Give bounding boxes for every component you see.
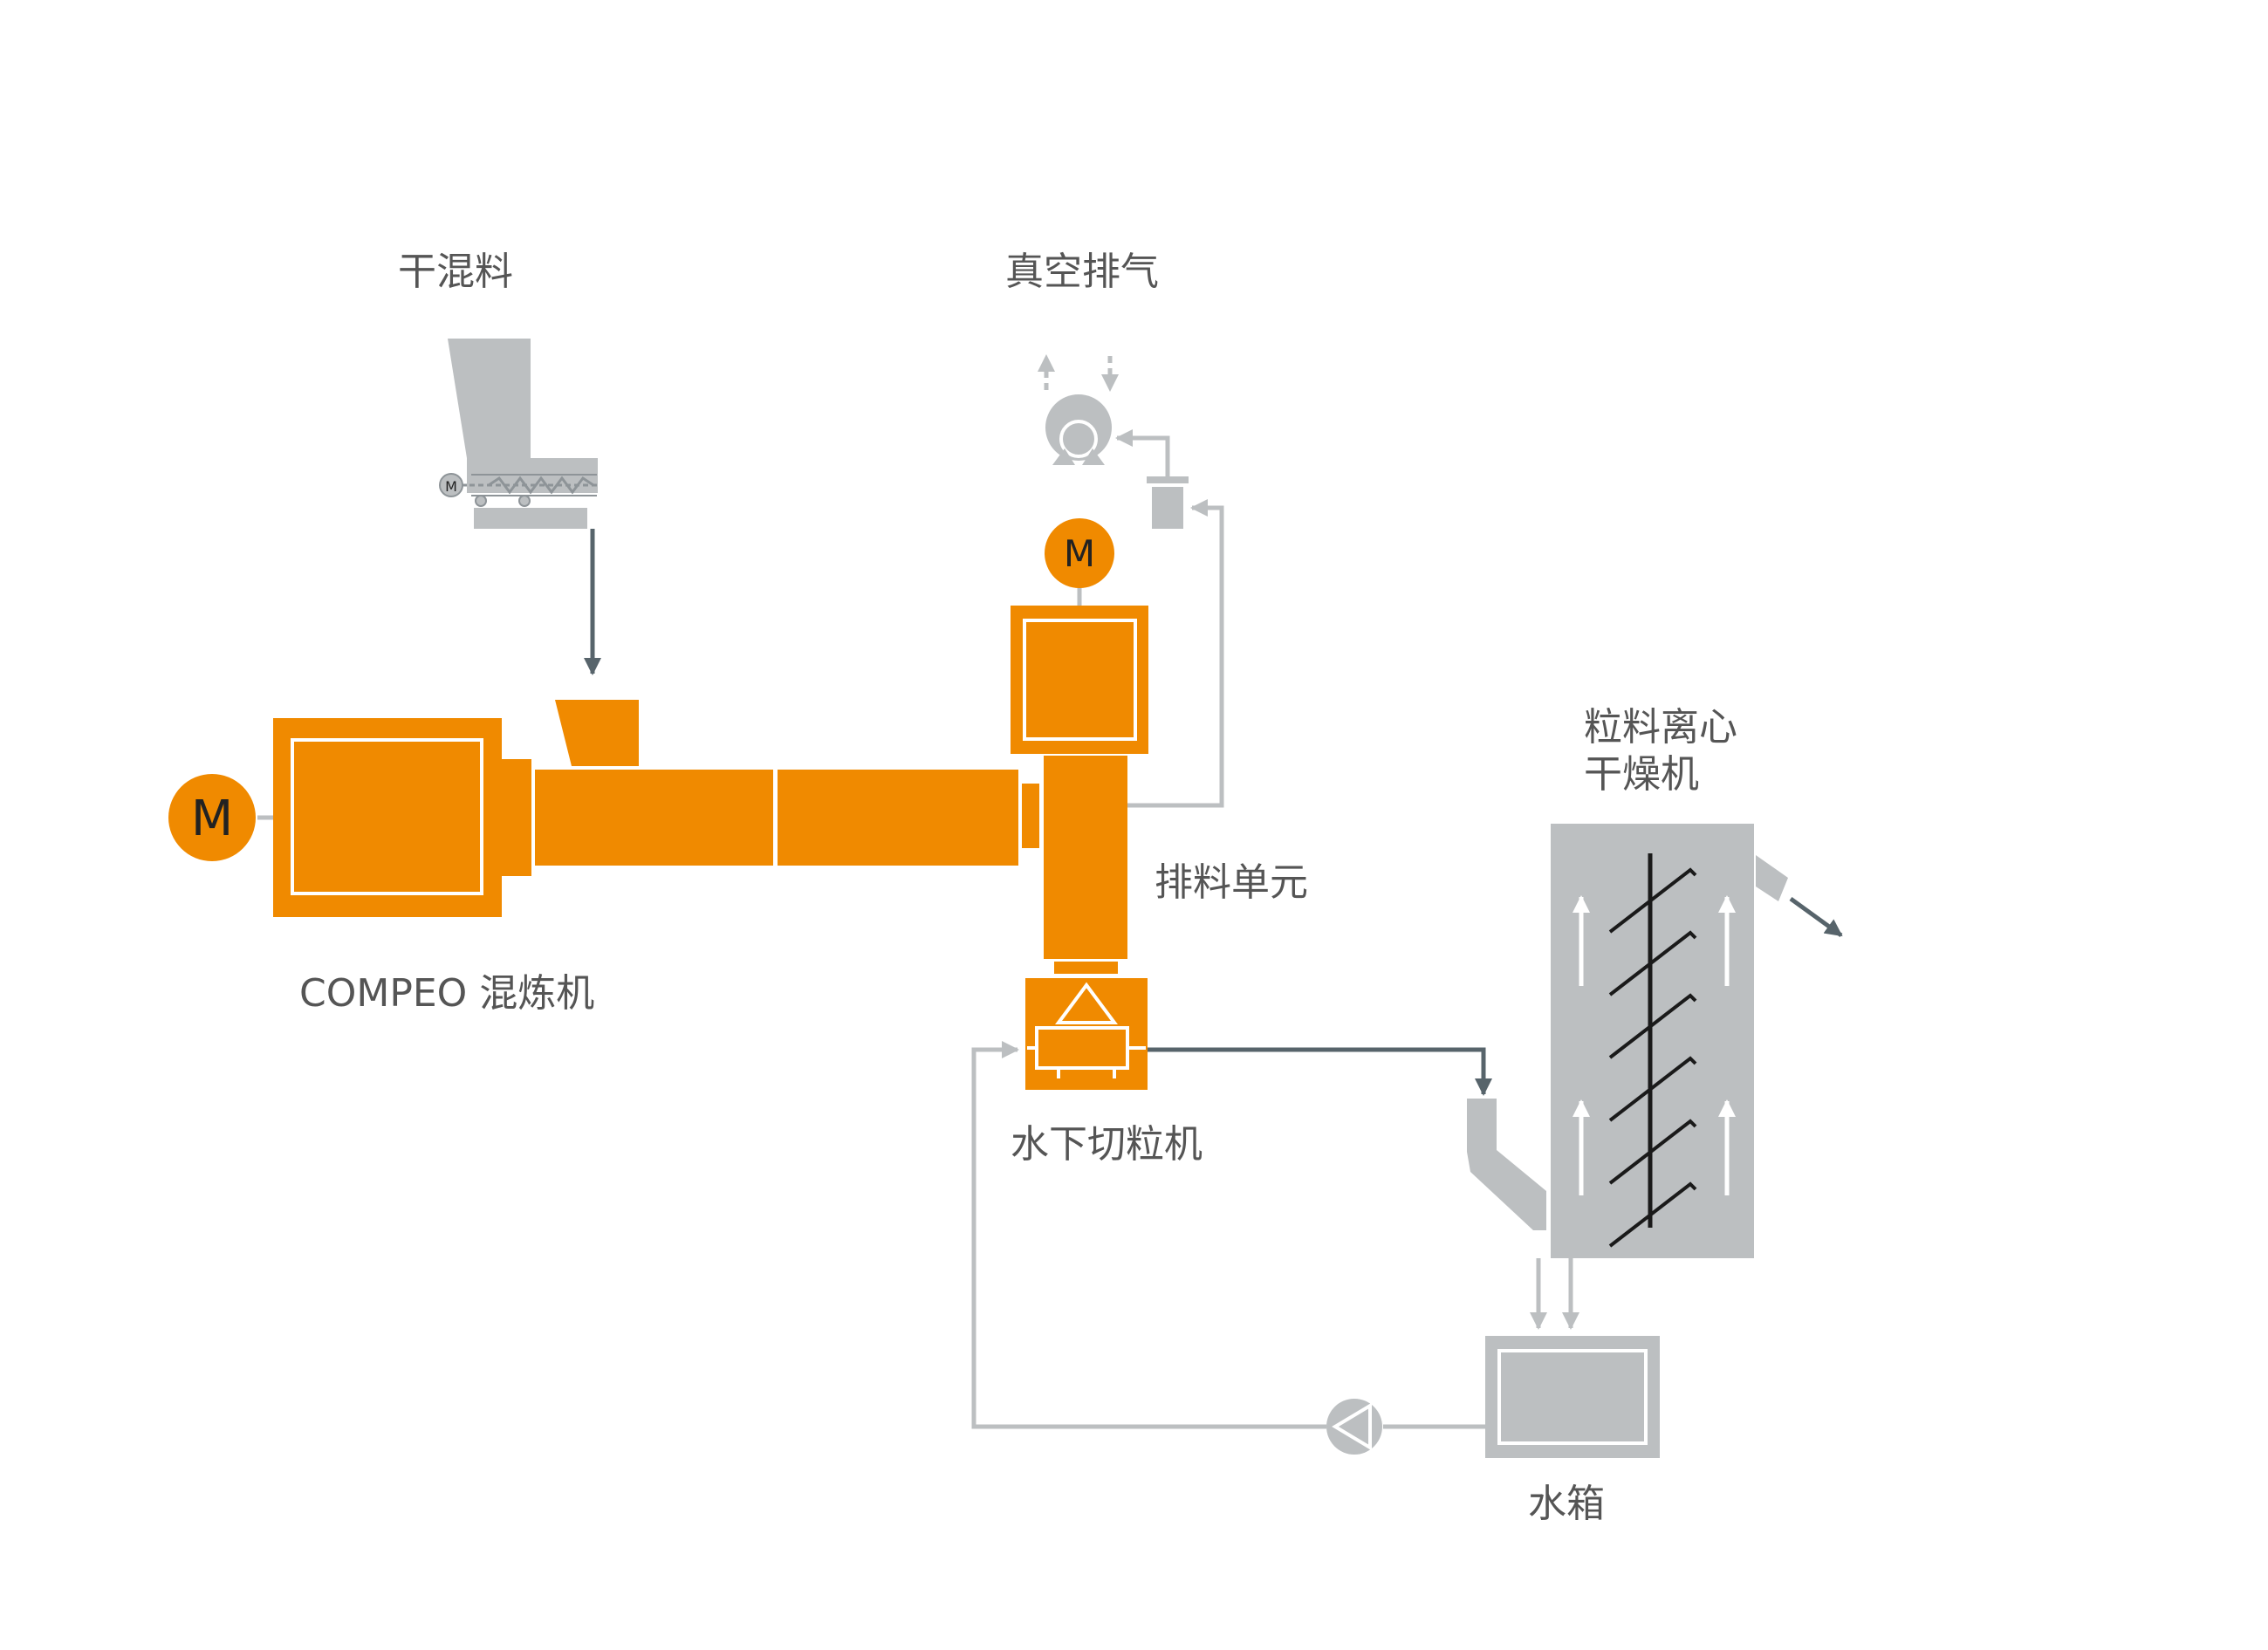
gearbox [273, 718, 502, 917]
dryer-label: 粒料离心 干燥机 [1584, 705, 1737, 797]
pelletizer-label: 水下切粒机 [1011, 1122, 1203, 1167]
compounder: M [168, 700, 1039, 917]
barrel-section-2 [778, 770, 1018, 866]
discharge-motor-label: M [1064, 532, 1095, 575]
vacuum-label: 真空排气 [1005, 250, 1159, 294]
vacuum-filter [1152, 487, 1183, 529]
water-return-line [971, 1041, 1326, 1429]
pellet-slurry-flow [1148, 1047, 1492, 1096]
vacuum-system [1038, 354, 1224, 808]
inlet-hopper [555, 700, 639, 766]
dryer-rotor-blades [1608, 867, 1697, 1248]
compounder-motor-label: M [191, 791, 233, 847]
water-tank [1485, 1336, 1660, 1458]
dry-blend-feeder: M [439, 339, 601, 675]
vacuum-filter-to-pump [1115, 429, 1170, 476]
dryer-inlet-chute [1467, 1099, 1546, 1230]
screw-flight [488, 476, 594, 495]
feeder-wheel [475, 495, 487, 507]
coupling [502, 759, 531, 876]
barrel-end-flange [1022, 784, 1039, 848]
water-tank-label: 水箱 [1528, 1482, 1605, 1526]
feeder-motor-label: M [445, 478, 457, 495]
barrel-section-1 [535, 770, 773, 866]
centrifugal-dryer [1467, 824, 1843, 1330]
underwater-pelletizer [1025, 978, 1148, 1090]
dryer-outlet-chute [1756, 855, 1788, 901]
feeder-base [474, 508, 587, 529]
water-return-loop [971, 1041, 1485, 1455]
discharge-unit-label: 排料单元 [1155, 860, 1308, 905]
feed-hopper [448, 339, 531, 458]
vacuum-line [1127, 499, 1224, 808]
dryer-airflow-arrows [1573, 895, 1736, 1195]
dry-blend-label: 干混料 [398, 250, 513, 294]
feeder-wheel [518, 495, 531, 507]
discharge-gearbox [1011, 606, 1148, 754]
discharge-motor [1045, 518, 1114, 588]
discharge-adapter [1054, 962, 1118, 974]
compounder-label: COMPEO 混炼机 [299, 971, 595, 1016]
discharge-unit: M [1011, 518, 1148, 974]
feeder-motor [439, 473, 463, 497]
discharge-screw-body [1044, 756, 1127, 959]
compounder-motor [168, 774, 256, 861]
dried-pellet-outflow [1789, 896, 1843, 938]
water-tank-body [1485, 1336, 1660, 1458]
